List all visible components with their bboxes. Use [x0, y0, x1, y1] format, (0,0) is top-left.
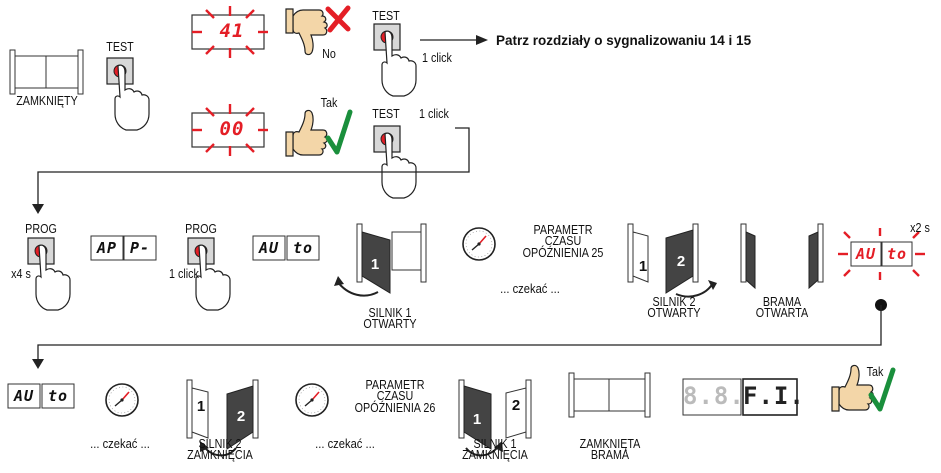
gate-open-caption-1: BRAMA [762, 295, 802, 309]
delay-param-2b: CZASU [376, 389, 414, 403]
wait1-label: ... czekać ... [500, 281, 560, 296]
click1-label: 1 click [422, 51, 452, 65]
error-display-value: 41 [219, 20, 245, 42]
reference-text: Patrz rozdziały o sygnalizowaniu 14 i 15 [496, 33, 752, 48]
closed-gate-2-icon [568, 372, 651, 418]
motor1-open-gate-icon [334, 223, 427, 297]
motor1-close-caption-2: ZAMKNIĘCIA [462, 448, 528, 462]
display-ap-icon [90, 235, 157, 261]
click2-label: 1 click [419, 107, 449, 121]
test-button-3-icon [373, 125, 417, 199]
gate-closed-caption-1: ZAMKNIĘTA [579, 437, 641, 451]
display-auto-left: AU [258, 239, 280, 257]
clock-3-icon [295, 383, 329, 417]
motor2-close-gate-icon [186, 379, 259, 457]
wait2-label: ... czekać ... [90, 436, 150, 451]
motor2-number-b: 2 [676, 253, 686, 270]
delay-param-1b: CZASU [544, 234, 582, 248]
delay-param-1c: OPÓŹNIENIA 25 [522, 246, 604, 260]
x-mark-icon [325, 5, 351, 33]
prog1-label: PROG [25, 222, 57, 236]
check-mark-icon [325, 109, 353, 155]
test-label: TEST [106, 40, 134, 54]
gate-closed-label: ZAMKNIĘTY [16, 94, 78, 108]
motor2-open-caption-2: OTWARTY [647, 306, 701, 320]
hold-time-label: x4 s [11, 267, 31, 281]
yes-label-2: Tak [866, 365, 884, 379]
final-display-right: F.I. [743, 382, 805, 410]
test-button-icon [106, 57, 150, 131]
motor1-close-caption-1: SILNIK 1 [473, 437, 517, 451]
display-auto-2-right: to [47, 387, 69, 405]
prog2-label: PROG [185, 222, 217, 236]
delay-param-2c: OPÓŹNIENIA 26 [354, 401, 436, 415]
connector-2 [32, 299, 887, 369]
flash-display-left: AU [855, 245, 877, 263]
motor2-open-caption-1: SILNIK 2 [652, 295, 696, 309]
test3-label: TEST [372, 107, 400, 121]
gate-closed-caption-2: BRAMA [590, 448, 630, 462]
ok-display-icon [190, 102, 270, 158]
final-display-left: 8.8. [683, 382, 745, 410]
arrow-right-icon [420, 35, 488, 45]
wait3-label: ... czekać ... [315, 436, 375, 451]
delay-param-2a: PARAMETR [365, 378, 425, 392]
click3-label: 1 click [169, 267, 199, 281]
error-display-icon [190, 4, 270, 60]
thumb-up-icon [285, 109, 328, 157]
test2-label: TEST [372, 9, 400, 23]
gate-open-icon [740, 223, 824, 290]
delay-param-1a: PARAMETR [533, 223, 593, 237]
no-label: No [322, 47, 336, 61]
motor2-close-caption-2: ZAMKNIĘCIA [187, 448, 253, 462]
motor1-close-number-b: 2 [511, 397, 521, 414]
yes-label: Tak [320, 96, 338, 110]
display-auto-right: to [292, 239, 314, 257]
flash-display-icon [838, 228, 925, 280]
gate-open-caption-2: OTWARTA [755, 306, 809, 320]
motor2-close-number-b: 2 [236, 408, 246, 425]
motor1-close-gate-icon [458, 379, 532, 457]
final-display-icon [682, 378, 798, 416]
check-mark-2-icon [868, 367, 896, 412]
ok-display-value: 00 [219, 118, 245, 140]
motor2-close-caption-1: SILNIK 2 [198, 437, 242, 451]
display-auto-2-icon [7, 383, 75, 409]
motor1-number: 1 [370, 256, 380, 273]
clock-2-icon [105, 383, 139, 417]
motor2-number-a: 1 [638, 258, 648, 275]
motor1-open-caption-1: SILNIK 1 [368, 306, 412, 320]
motor1-close-number-a: 1 [472, 411, 482, 428]
motor2-open-gate-icon [627, 223, 717, 298]
connector-1 [32, 127, 470, 214]
flash-time-label: x2 s [910, 221, 930, 235]
motor2-close-number-a: 1 [196, 398, 206, 415]
display-auto-2-left: AU [13, 387, 35, 405]
closed-gate-icon [9, 49, 84, 95]
display-auto-icon [252, 235, 320, 261]
flash-display-right: to [886, 245, 908, 263]
display-ap-left: AP [96, 239, 118, 257]
clock-1-icon [462, 227, 496, 261]
display-ap-right: P- [129, 239, 151, 257]
test-button-2-icon [373, 23, 417, 97]
motor1-open-caption-2: OTWARTY [363, 317, 417, 331]
